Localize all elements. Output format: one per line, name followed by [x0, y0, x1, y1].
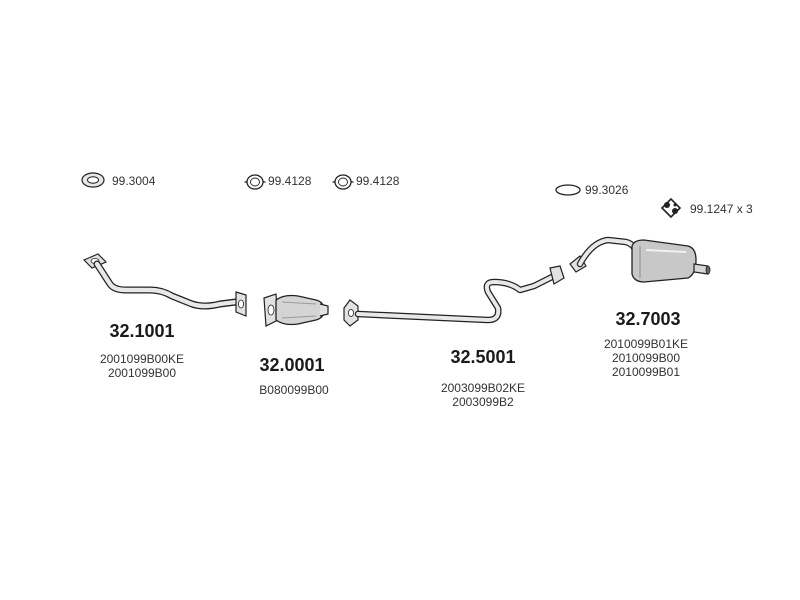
accessory-label-clamp-1: 99.4128 [268, 174, 312, 188]
part-code: 2003099B2 [452, 395, 514, 409]
part-code: 2001099B00 [107, 366, 177, 380]
part-number-catalyst: 32.0001 [259, 355, 325, 375]
oval-gasket-icon [555, 184, 581, 196]
rear-silencer-icon [569, 236, 711, 283]
part-number-front-pipe: 32.1001 [109, 321, 175, 341]
part-number-middle-pipe: 32.5001 [450, 347, 516, 367]
part-codes-middle-pipe: 2003099B02KE 2003099B2 [441, 381, 525, 409]
clamp-ring-icon [244, 174, 266, 190]
front-pipe-icon [82, 253, 247, 317]
part-number-rear-silencer: 32.7003 [615, 309, 681, 329]
part-code: 2003099B02KE [440, 381, 526, 395]
part-codes-rear-silencer: 2010099B01KE 2010099B00 2010099B01 [604, 337, 688, 379]
part-codes-front-pipe: 2001099B00KE 2001099B00 [100, 352, 184, 380]
accessory-label-hanger: 99.1247 x 3 [690, 202, 753, 216]
catalytic-converter-icon [263, 293, 329, 327]
middle-pipe-icon [343, 265, 565, 327]
part-code: 2010099B00 [611, 351, 681, 365]
gasket-ring-icon [81, 172, 105, 188]
accessory-label-clamp-2: 99.4128 [356, 174, 400, 188]
part-code: 2001099B00KE [99, 352, 185, 366]
part-code: 2010099B01 [611, 365, 681, 379]
accessory-label-gasket-2: 99.3026 [585, 183, 629, 197]
part-code: 2010099B01KE [603, 337, 689, 351]
clamp-ring-icon [332, 174, 354, 190]
accessory-label-gasket-1: 99.3004 [112, 174, 156, 188]
rubber-hanger-icon [660, 197, 682, 219]
part-codes-catalyst: B080099B00 [259, 383, 328, 397]
part-code: B080099B00 [259, 383, 329, 397]
